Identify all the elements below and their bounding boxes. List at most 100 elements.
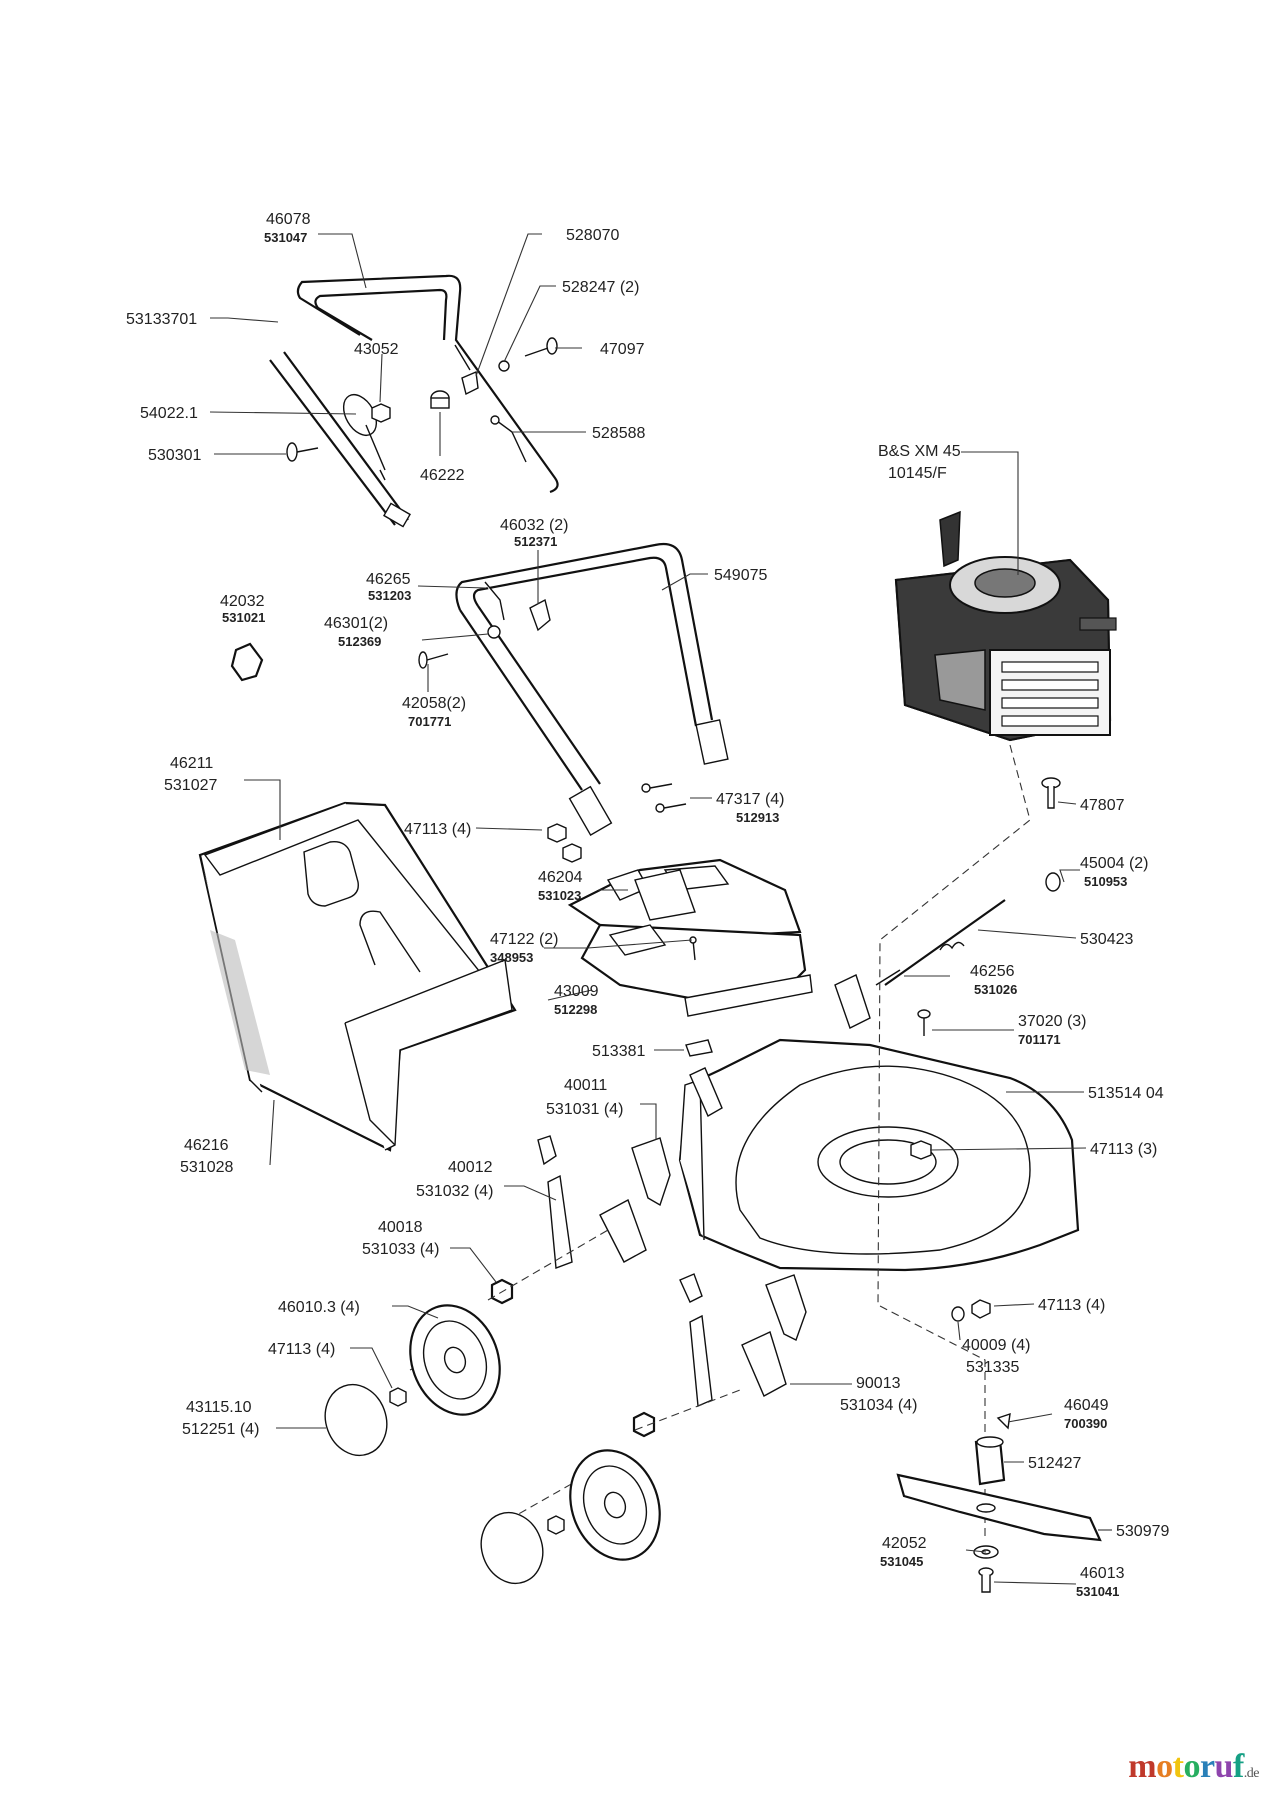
label-46049: 46049	[1064, 1397, 1109, 1414]
label-531203: 531203	[368, 588, 411, 603]
watermark-letter: o	[1183, 1748, 1200, 1785]
label-90013: 90013	[856, 1375, 901, 1392]
engine-bs-xm45	[894, 510, 1117, 742]
cover-43009	[580, 923, 813, 1017]
label-531028: 531028	[180, 1159, 233, 1176]
bolt-47097	[524, 337, 558, 357]
label-510953: 510953	[1084, 874, 1127, 889]
bolt-47807	[1041, 777, 1061, 809]
label-531045: 531045	[880, 1554, 923, 1569]
label-531027: 531027	[164, 777, 217, 794]
label-700390: 700390	[1064, 1416, 1107, 1431]
label-531026: 531026	[974, 982, 1017, 997]
label-45004: 45004 (2)	[1080, 855, 1149, 872]
bolt-530301	[286, 442, 319, 462]
label-512371: 512371	[514, 534, 557, 549]
label-46078: 46078	[266, 211, 311, 228]
label-51351404: 513514 04	[1088, 1085, 1164, 1102]
watermark-letter: o	[1156, 1748, 1173, 1785]
label-528070: 528070	[566, 227, 619, 244]
label-513381: 513381	[592, 1043, 645, 1060]
label-46032: 46032 (2)	[500, 517, 569, 534]
label-10145f: 10145/F	[888, 465, 947, 482]
rod-530423	[884, 899, 1006, 986]
label-42032: 42032	[220, 593, 265, 610]
hubcap-43115	[324, 1383, 388, 1457]
label-47113-deck-rear: 47113 (4)	[1038, 1297, 1105, 1314]
nut-47113-wheel	[389, 1387, 407, 1407]
grass-catcher-46211	[198, 801, 517, 1152]
label-512427: 512427	[1028, 1455, 1081, 1472]
washer-45004	[1045, 872, 1061, 892]
lever-rear2	[765, 1274, 807, 1341]
label-46222: 46222	[420, 467, 465, 484]
label-531032: 531032 (4)	[416, 1183, 493, 1200]
lower-handle	[455, 542, 729, 837]
label-46204: 46204	[538, 869, 583, 886]
adapter-512427	[974, 1436, 1006, 1486]
label-47113-wheel: 47113 (4)	[268, 1341, 335, 1358]
bracket-front	[599, 1199, 647, 1263]
blade-530979	[896, 1473, 1102, 1542]
label-528588: 528588	[592, 425, 645, 442]
label-54022-1: 54022.1	[140, 405, 198, 422]
label-530423: 530423	[1080, 931, 1133, 948]
bolt-46013	[978, 1567, 994, 1593]
label-531031: 531031 (4)	[546, 1101, 623, 1118]
watermark-letter: u	[1214, 1748, 1234, 1785]
label-46216: 46216	[184, 1137, 229, 1154]
spacer-46222	[430, 390, 450, 409]
label-46265: 46265	[366, 571, 411, 588]
bolts-47317	[641, 783, 687, 813]
watermark-tld: .de	[1243, 1766, 1260, 1781]
flap-46204	[567, 858, 802, 942]
label-512913: 512913	[736, 810, 779, 825]
label-512298: 512298	[554, 1002, 597, 1017]
watermark-letter: t	[1172, 1748, 1184, 1785]
label-46013: 46013	[1080, 1565, 1125, 1582]
label-348953: 348953	[490, 950, 533, 965]
label-40011: 40011	[564, 1077, 607, 1094]
label-47113-deck-center: 47113 (3)	[1090, 1141, 1157, 1158]
bracket-528070	[461, 370, 479, 396]
label-512369: 512369	[338, 634, 381, 649]
label-47122: 47122 (2)	[490, 931, 559, 948]
label-528247: 528247 (2)	[562, 279, 639, 296]
bolt-rear	[632, 1411, 656, 1438]
label-46256: 46256	[970, 963, 1015, 980]
label-530301: 530301	[148, 447, 201, 464]
lever-40011	[631, 1137, 671, 1207]
label-53133701: 53133701	[126, 311, 197, 328]
label-42052: 42052	[882, 1535, 927, 1552]
label-40012: 40012	[448, 1159, 493, 1176]
label-42058: 42058(2)	[402, 695, 466, 712]
bracket-90013	[741, 1331, 787, 1397]
clip-46265	[484, 581, 505, 621]
part-513381	[685, 1039, 713, 1057]
label-46211: 46211	[170, 755, 213, 772]
label-531034: 531034 (4)	[840, 1397, 917, 1414]
hubcap-rear	[480, 1511, 544, 1585]
label-701771: 701771	[408, 714, 451, 729]
lever-40012	[537, 1135, 573, 1269]
label-47317: 47317 (4)	[716, 791, 785, 808]
label-512251: 512251 (4)	[182, 1421, 259, 1438]
label-701171: 701171	[1018, 1032, 1061, 1047]
label-549075: 549075	[714, 567, 767, 584]
label-531335: 531335	[966, 1359, 1019, 1376]
lever-rear	[679, 1273, 713, 1408]
label-531047: 531047	[264, 230, 307, 245]
washer-528247	[498, 360, 510, 372]
label-47807: 47807	[1080, 797, 1125, 814]
bolt-42058	[418, 651, 449, 669]
nut-43052	[371, 403, 391, 423]
label-531041: 531041	[1076, 1584, 1119, 1599]
label-47097: 47097	[600, 341, 645, 358]
label-43052: 43052	[354, 341, 399, 358]
label-531023: 531023	[538, 888, 581, 903]
screw-47122	[689, 936, 697, 961]
wheel-rear	[569, 1449, 661, 1561]
label-43115-10: 43115.10	[186, 1399, 252, 1416]
watermark-brand: motoruf	[1128, 1748, 1244, 1785]
